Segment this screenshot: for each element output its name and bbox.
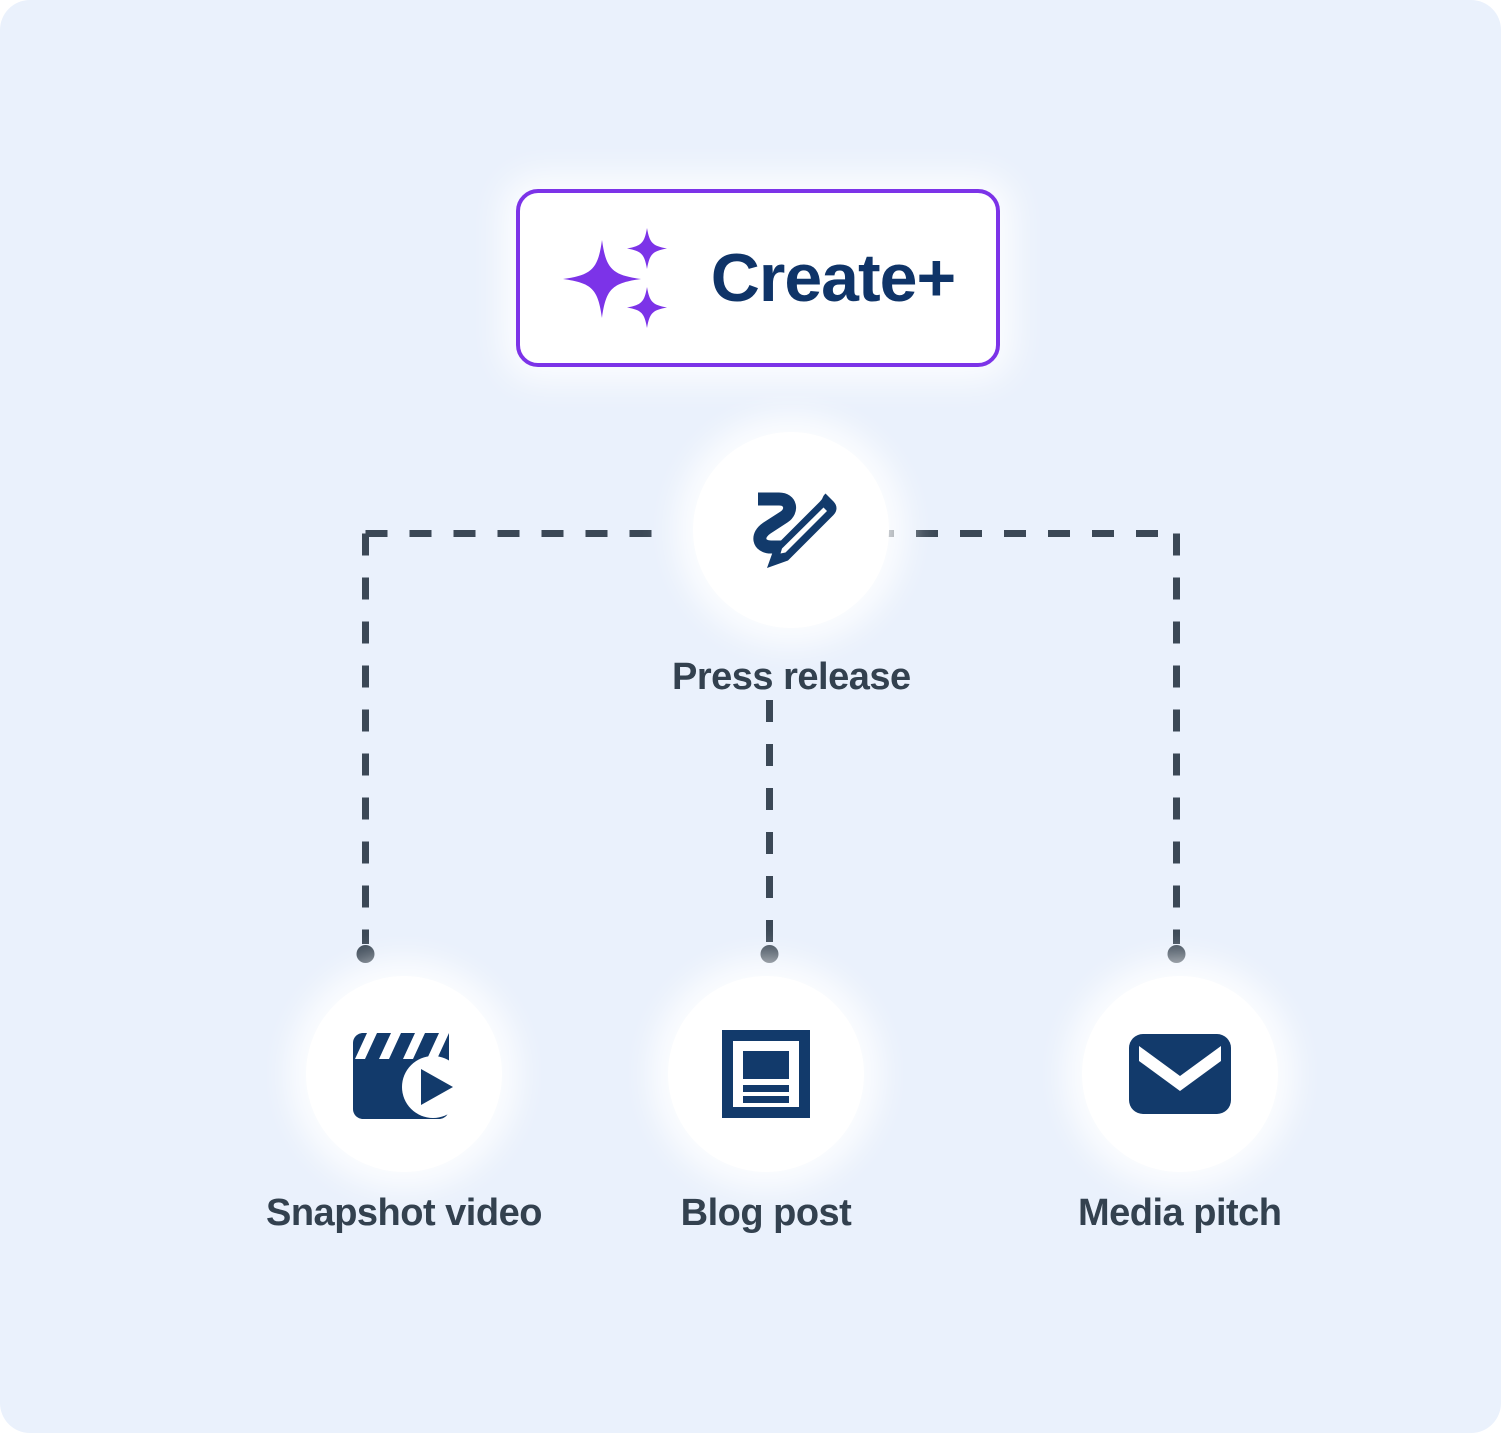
connector-dot-right [1167, 945, 1186, 963]
node-press-release-label: Press release [672, 656, 911, 698]
create-plus-button[interactable]: Create+ [516, 189, 1000, 367]
node-press-release-circle[interactable] [693, 432, 890, 628]
node-snapshot-video-label: Snapshot video [266, 1192, 542, 1234]
connector-dot-middle [760, 945, 779, 963]
article-icon [722, 1030, 810, 1118]
sparkles-icon [561, 224, 677, 332]
connector-dot-left [356, 945, 375, 963]
node-media-pitch-circle[interactable] [1081, 976, 1278, 1172]
envelope-icon [1128, 1034, 1231, 1114]
node-blog-post-label: Blog post [680, 1192, 852, 1234]
create-plus-label: Create+ [710, 240, 956, 316]
clapperboard-play-icon [352, 1029, 455, 1119]
node-snapshot-video[interactable]: Snapshot video [266, 976, 542, 1235]
node-snapshot-video-circle[interactable] [305, 976, 502, 1172]
node-blog-post[interactable]: Blog post [668, 976, 864, 1235]
pencil-write-icon [741, 484, 841, 576]
node-blog-post-circle[interactable] [668, 976, 864, 1172]
node-media-pitch-label: Media pitch [1078, 1192, 1282, 1234]
node-press-release[interactable]: Press release [672, 432, 911, 699]
node-media-pitch[interactable]: Media pitch [1078, 976, 1282, 1235]
